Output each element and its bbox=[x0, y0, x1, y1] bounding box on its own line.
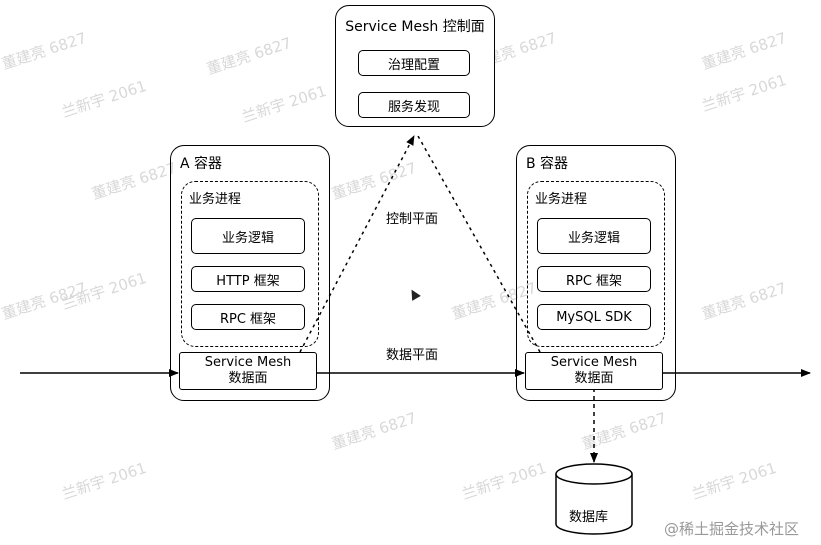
database-label: 数据库 bbox=[569, 510, 609, 525]
business-logic-a-label: 业务逻辑 bbox=[221, 230, 274, 246]
container-b-title: B 容器 bbox=[526, 156, 569, 172]
rpc-framework-b-box: RPC 框架 bbox=[537, 266, 651, 292]
service-mesh-b-line1: Service Mesh bbox=[550, 355, 638, 370]
control-plane-line-a bbox=[299, 135, 415, 353]
mysql-sdk-box: MySQL SDK bbox=[537, 304, 651, 330]
business-logic-a-box: 业务逻辑 bbox=[191, 218, 305, 254]
http-framework-box: HTTP 框架 bbox=[191, 266, 305, 292]
service-mesh-a-line1: Service Mesh bbox=[204, 355, 292, 370]
rpc-framework-b-label: RPC 框架 bbox=[565, 273, 623, 289]
control-plane-box: Service Mesh 控制面 治理配置 服务发现 bbox=[335, 5, 495, 127]
business-process-a-title: 业务进程 bbox=[189, 192, 242, 207]
container-b-box: B 容器 业务进程 业务逻辑 RPC 框架 MySQL SDK Service … bbox=[516, 145, 676, 401]
business-logic-b-label: 业务逻辑 bbox=[567, 230, 620, 246]
site-watermark: @稀土掘金技术社区 bbox=[664, 520, 800, 538]
business-process-b-box: 业务进程 业务逻辑 RPC 框架 MySQL SDK bbox=[527, 181, 665, 347]
governance-config-box: 治理配置 bbox=[358, 50, 470, 76]
service-mesh-data-plane-b: Service Mesh 数据面 bbox=[525, 352, 663, 390]
rpc-framework-a-label: RPC 框架 bbox=[219, 311, 277, 327]
service-mesh-a-line2: 数据面 bbox=[228, 371, 268, 386]
mysql-sdk-label: MySQL SDK bbox=[556, 309, 632, 325]
service-mesh-data-plane-a: Service Mesh 数据面 bbox=[179, 352, 317, 390]
business-logic-b-box: 业务逻辑 bbox=[537, 218, 651, 254]
business-process-a-box: 业务进程 业务逻辑 HTTP 框架 RPC 框架 bbox=[181, 181, 319, 347]
service-discovery-box: 服务发现 bbox=[358, 92, 470, 118]
business-process-b-title: 业务进程 bbox=[535, 192, 588, 207]
service-mesh-b-line2: 数据面 bbox=[574, 371, 614, 386]
governance-config-label: 治理配置 bbox=[387, 57, 440, 73]
control-plane-title: Service Mesh 控制面 bbox=[345, 19, 485, 35]
http-framework-label: HTTP 框架 bbox=[216, 273, 280, 289]
rpc-framework-a-box: RPC 框架 bbox=[191, 304, 305, 330]
database-cylinder bbox=[555, 463, 633, 535]
data-plane-label: 数据平面 bbox=[386, 348, 439, 363]
container-a-box: A 容器 业务进程 业务逻辑 HTTP 框架 RPC 框架 Service Me… bbox=[170, 145, 330, 401]
container-a-title: A 容器 bbox=[180, 156, 223, 172]
control-plane-label: 控制平面 bbox=[384, 208, 441, 227]
service-discovery-label: 服务发现 bbox=[387, 99, 440, 115]
